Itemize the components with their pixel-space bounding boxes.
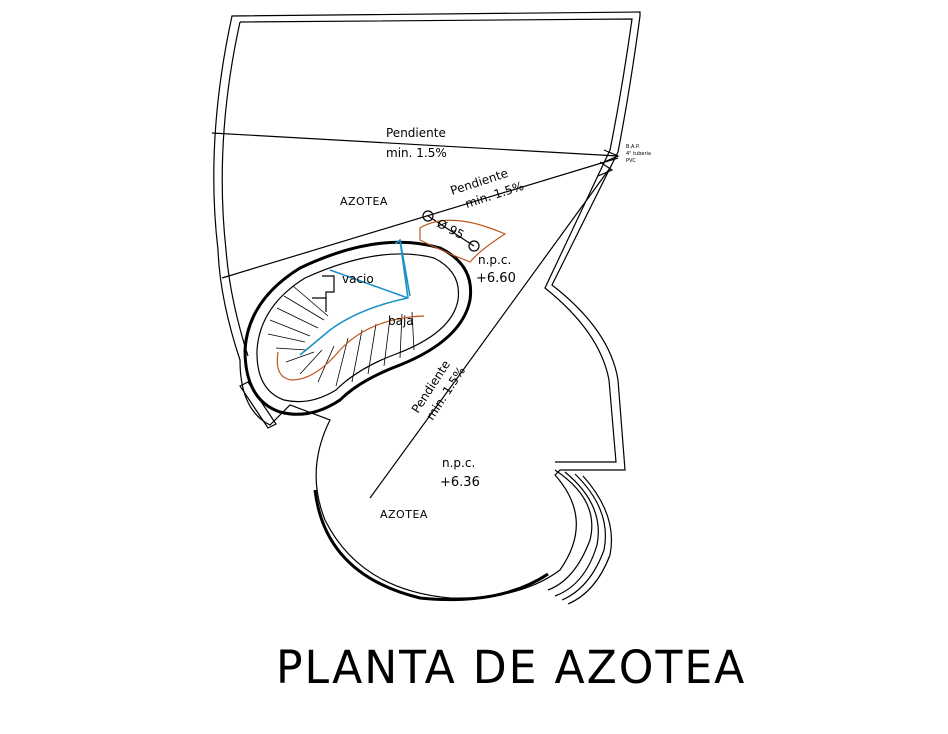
vacio-label: vacio bbox=[342, 272, 374, 286]
azotea-label-bottom: AZOTEA bbox=[380, 508, 428, 521]
slope-arrows bbox=[211, 132, 620, 499]
npc-value-2: +6.36 bbox=[440, 475, 480, 490]
drain-note-1: B.A.P. bbox=[626, 144, 640, 150]
azotea-label-top: AZOTEA bbox=[340, 195, 388, 208]
baja-label: baja bbox=[388, 314, 414, 328]
stair-walk-line bbox=[299, 238, 411, 356]
entry-door bbox=[239, 381, 277, 429]
drain-note-3: PVC bbox=[626, 158, 636, 164]
roof-outline bbox=[213, 11, 641, 599]
stair-void bbox=[243, 240, 473, 416]
npc-label-2: n.p.c. bbox=[442, 456, 475, 470]
stair-arc bbox=[276, 315, 425, 381]
npc-value-1: +6.60 bbox=[476, 271, 516, 286]
npc-label-1: n.p.c. bbox=[478, 253, 511, 267]
drain-note-2: 4" tuberia bbox=[626, 151, 651, 157]
vacio-symbol bbox=[312, 275, 335, 312]
pendiente-label-1: Pendiente bbox=[386, 126, 446, 140]
diameter-label: Ø 95 bbox=[435, 216, 467, 242]
plan-title: PLANTA DE AZOTEA bbox=[276, 641, 747, 694]
min-label-1: min. 1.5% bbox=[386, 146, 447, 160]
drain-detail bbox=[419, 210, 507, 263]
lower-circle bbox=[313, 469, 613, 605]
